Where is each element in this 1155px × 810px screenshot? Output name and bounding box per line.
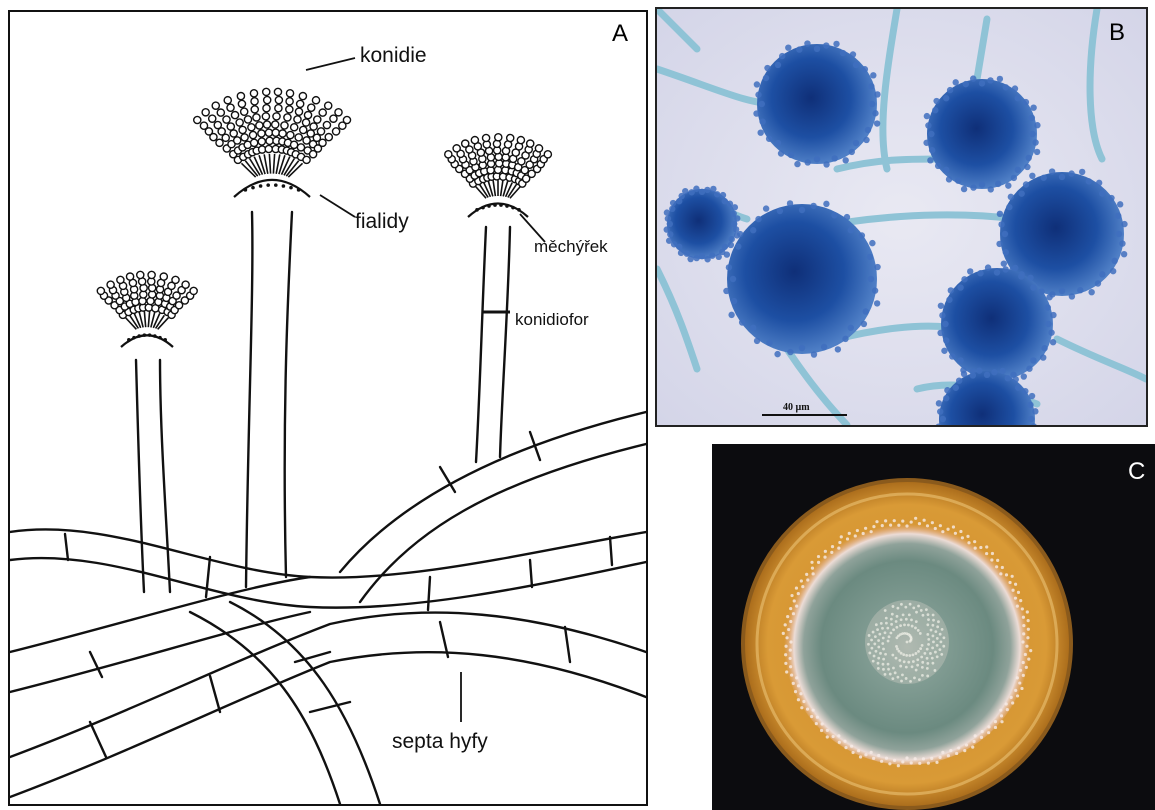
conidiophore-drawing (10, 12, 646, 804)
stalk-right-b (500, 227, 510, 457)
panel-a-diagram: A konidie fialidy měchýřek konidiofor se… (8, 10, 648, 806)
hypha-lower-inner (10, 652, 646, 797)
panel-letter-c: C (1128, 458, 1145, 486)
leader-fialidy (320, 195, 355, 217)
label-fialidy: fialidy (355, 210, 409, 234)
petri-dish-photo (712, 444, 1155, 810)
panel-letter-a: A (612, 20, 628, 48)
hypha-upper-inner (10, 558, 646, 608)
label-konidie: konidie (360, 44, 427, 68)
panel-b-micrograph: B 40 µm (655, 7, 1148, 427)
hypha-right-outer (340, 412, 646, 572)
label-konidiofor: konidiofor (515, 310, 589, 330)
label-septa-hyfy: septa hyfy (392, 730, 488, 754)
micrograph-image (657, 9, 1146, 425)
hypha-right-inner (360, 444, 646, 602)
stalk-mid-b (285, 212, 292, 577)
label-mechyrek: měchýřek (534, 237, 608, 257)
leader-konidie (306, 58, 355, 70)
conidial-head-1 (194, 88, 351, 197)
stalk-mid-a (246, 212, 252, 587)
hypha-cross-inner (230, 602, 380, 804)
stalk-right-a (476, 227, 486, 462)
panel-c-petri-dish: C (712, 444, 1155, 810)
hypha-lower-outer (10, 613, 646, 757)
hypha-upper-outer (10, 529, 646, 577)
stalk-left-b (160, 360, 170, 592)
conidial-head-0 (97, 271, 197, 347)
hypha-diag-outer (10, 577, 310, 652)
scale-bar-label: 40 µm (783, 402, 810, 413)
hypha-cross-outer (190, 612, 340, 804)
conidial-head-2 (445, 134, 552, 217)
panel-letter-b: B (1109, 19, 1125, 47)
stalk-left-a (136, 360, 144, 592)
